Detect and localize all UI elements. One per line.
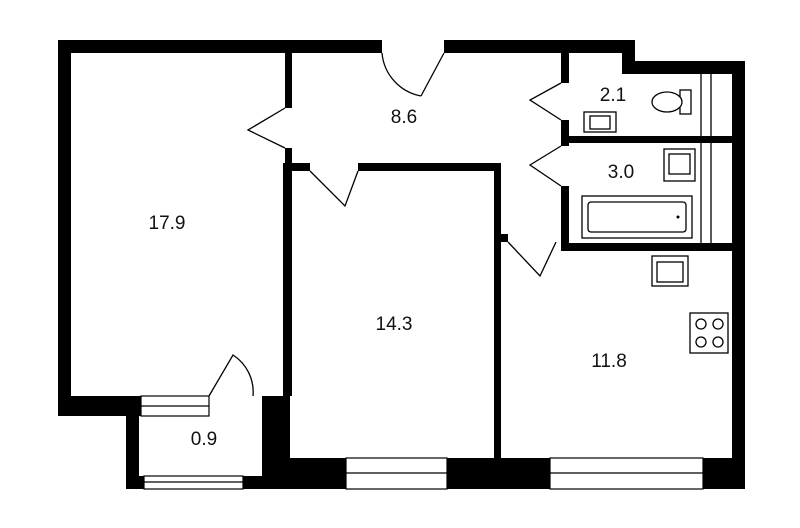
room-area-bathroom: 3.0: [608, 162, 634, 183]
exterior-walls: [58, 40, 745, 489]
room-area-balcony: 0.9: [191, 429, 217, 450]
interior-walls: [283, 53, 732, 458]
fixtures: [581, 89, 729, 354]
room-labels: 17.9 8.6 2.1 3.0 14.3 11.8 0.9: [149, 85, 635, 450]
stove: [689, 312, 729, 354]
room-area-living: 17.9: [149, 213, 186, 234]
windows: [140, 395, 704, 490]
room-area-kitchen: 11.8: [591, 351, 627, 372]
room-area-hallway: 8.6: [391, 107, 417, 128]
room-area-bedroom: 14.3: [376, 314, 413, 335]
toilet-bowl: [651, 89, 692, 115]
room-area-toilet: 2.1: [600, 85, 626, 106]
doors: [208, 52, 562, 397]
